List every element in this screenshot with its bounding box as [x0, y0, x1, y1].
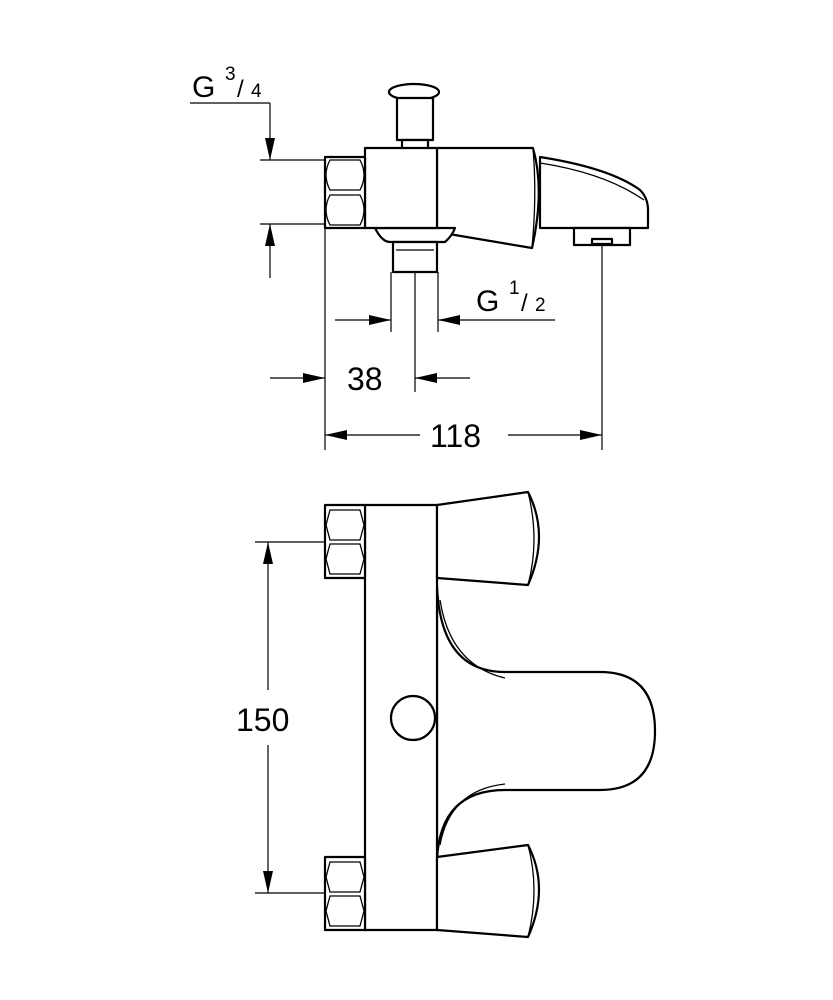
- side-view: G 3 / 4 G 1 / 2 38 118: [190, 64, 650, 454]
- inlet-thread-den: 4: [251, 81, 262, 102]
- diverter-knob-front: [389, 694, 437, 742]
- inlet-nut-bottom: [323, 855, 367, 932]
- dimension-38: 38: [347, 361, 383, 397]
- fraction-slash: /: [237, 76, 244, 103]
- handle-bottom: [435, 843, 541, 939]
- outlet-thread-g: G: [476, 285, 499, 318]
- spout: [538, 155, 650, 230]
- mixer-body: [363, 146, 439, 230]
- outlet-thread-den: 2: [535, 295, 546, 316]
- inlet-thread-num: 3: [225, 64, 236, 85]
- inlet-thread-g: G: [192, 71, 215, 104]
- diverter-knob-stem: [395, 96, 435, 142]
- outlet-thread-num: 1: [509, 278, 520, 299]
- front-view: 150: [236, 490, 657, 939]
- spout-front: [435, 583, 657, 862]
- dimension-118: 118: [430, 418, 481, 454]
- inlet-nut: [323, 155, 367, 230]
- fraction-slash: /: [521, 290, 528, 317]
- handle-top: [435, 490, 541, 587]
- dimension-150: 150: [236, 702, 289, 738]
- inlet-nut-top: [323, 503, 367, 580]
- outlet-stub: [391, 240, 439, 274]
